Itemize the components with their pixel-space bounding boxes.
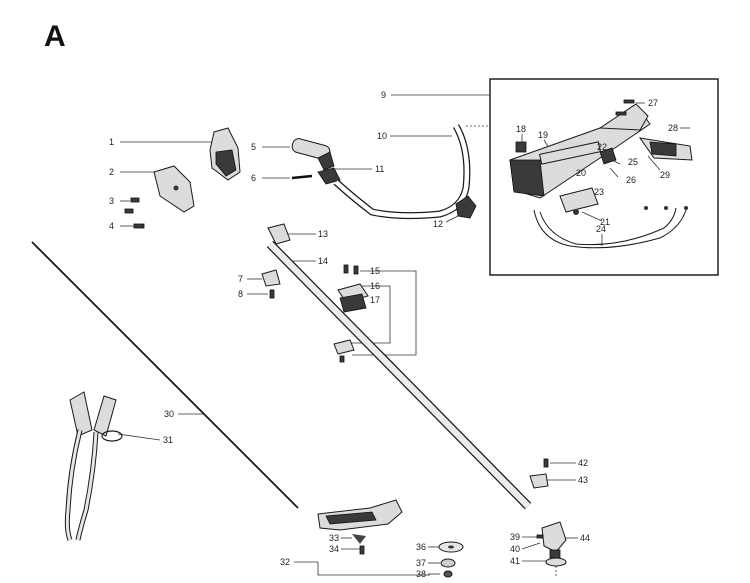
callout-9: 9 (381, 90, 386, 100)
callout-6: 6 (251, 173, 256, 183)
part-shaft-tube (266, 240, 532, 510)
callout-11: 11 (375, 164, 384, 174)
part-screw-42 (543, 458, 549, 468)
callout-32: 32 (280, 557, 290, 567)
callout-19: 19 (538, 130, 548, 140)
callout-14: 14 (318, 256, 328, 266)
callout-37: 37 (416, 558, 426, 568)
callout-38: 38 (416, 569, 426, 578)
callout-4: 4 (109, 221, 114, 231)
callout-20: 20 (576, 168, 586, 178)
callout-13: 13 (318, 229, 328, 239)
callout-27: 27 (648, 98, 658, 108)
part-gear-head (541, 521, 567, 578)
inset-throttle-assembly (509, 99, 693, 249)
callout-10: 10 (377, 131, 387, 141)
callout-28: 28 (668, 123, 678, 133)
part-screw-39 (536, 534, 544, 539)
callout-18: 18 (516, 124, 526, 134)
callout-43: 43 (578, 475, 588, 485)
part-washer-37 (440, 558, 456, 568)
inset-box (489, 78, 719, 276)
callout-7: 7 (238, 274, 243, 284)
callout-15: 15 (370, 266, 380, 276)
callout-22: 22 (597, 142, 607, 152)
part-drive-shaft (31, 241, 299, 509)
part-harness (64, 391, 123, 541)
section-letter: A (44, 20, 66, 53)
part-guard (317, 499, 403, 531)
callout-40: 40 (510, 544, 520, 554)
callout-21: 21 (600, 217, 610, 227)
part-loop-handle (333, 124, 471, 220)
part-knob (455, 195, 477, 219)
callout-44: 44 (580, 533, 590, 543)
part-grip (291, 138, 335, 171)
part-bracket-17 (339, 293, 367, 313)
callout-23: 23 (594, 187, 604, 197)
callout-5: 5 (251, 142, 256, 152)
callout-2: 2 (109, 167, 114, 177)
callout-34: 34 (329, 544, 339, 554)
callout-39: 39 (510, 532, 520, 542)
part-screws (124, 197, 145, 229)
part-screw-6 (291, 174, 313, 180)
part-cover-hole (173, 185, 179, 191)
part-lever (333, 339, 355, 355)
callout-16: 16 (370, 281, 380, 291)
callout-36: 36 (416, 542, 426, 552)
part-nut-38 (443, 570, 453, 578)
part-blade-33 (352, 534, 366, 544)
part-clamp-13 (267, 223, 291, 245)
callout-17: 17 (370, 295, 380, 305)
part-clip-7 (261, 269, 281, 287)
callout-26: 26 (626, 175, 636, 185)
callout-41: 41 (510, 556, 520, 566)
callout-29: 29 (660, 170, 670, 180)
callout-30: 30 (164, 409, 174, 419)
callout-labels: 1 2 3 4 5 6 7 8 9 10 11 12 13 14 15 16 1… (109, 90, 678, 579)
callout-25: 25 (628, 157, 638, 167)
part-clip-43 (529, 473, 549, 489)
part-handle-housing (209, 127, 241, 181)
callout-33: 33 (329, 533, 339, 543)
part-screw-15b (353, 265, 359, 275)
callout-12: 12 (433, 219, 443, 229)
part-clamp-11 (317, 167, 341, 185)
part-screw-8 (269, 289, 275, 299)
callout-31: 31 (163, 435, 173, 445)
leader-lines (117, 94, 690, 576)
callout-1: 1 (109, 137, 114, 147)
callout-24: 24 (596, 224, 606, 234)
callout-8: 8 (238, 289, 243, 299)
part-screw-34 (359, 545, 365, 555)
callout-42: 42 (578, 458, 588, 468)
part-screw-15 (343, 264, 349, 274)
callout-3: 3 (109, 196, 114, 206)
